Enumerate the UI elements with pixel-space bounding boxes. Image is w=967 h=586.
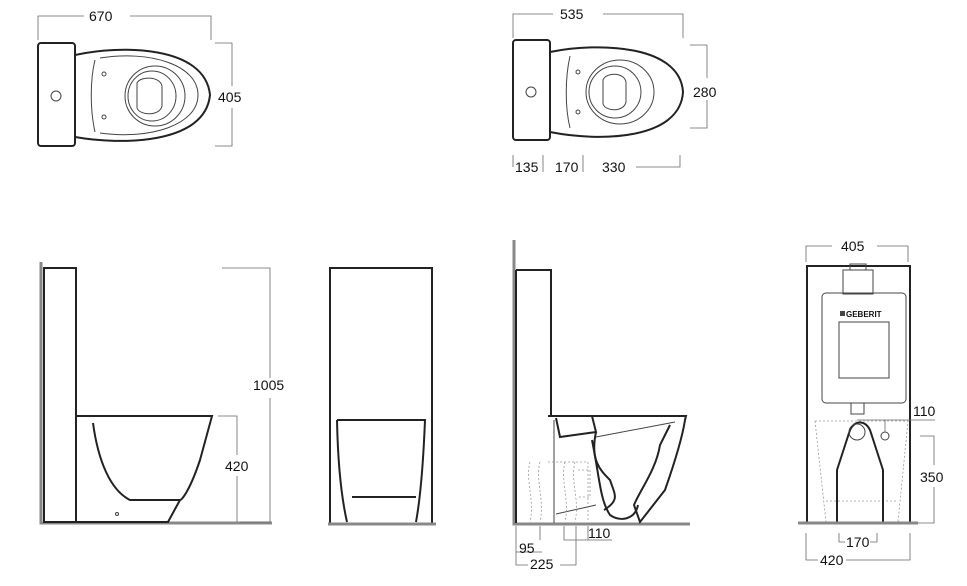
dim-seg-1: 135 [515,159,539,175]
bowl-outline [74,48,212,142]
cistern-top [37,42,76,147]
dim-110: 110 [913,403,936,419]
dim-width: 670 [89,8,113,24]
dim-95: 95 [519,540,535,556]
dim-350: 350 [920,469,944,485]
dim-225: 225 [530,556,554,572]
dim-width: 535 [560,6,584,22]
dim-seg-3: 330 [602,159,626,175]
dim-seat-height: 420 [225,458,249,474]
cistern-brand: GEBERIT [846,310,882,319]
section-view: 95 225 110 [512,240,690,572]
side-view: 1005 420 [39,262,284,525]
dim-depth: 405 [218,89,242,105]
dim-bowl-depth: 280 [693,84,717,100]
dim-seg-2: 170 [555,159,579,175]
back-view: 405 GEBERIT 110 350 170 420 [798,238,944,568]
dim-base-width: 420 [820,552,844,568]
front-view [328,267,436,526]
top-view-large: 670 405 [37,8,242,147]
dim-110: 110 [588,525,611,541]
flush-button [50,90,62,102]
dim-total-height: 1005 [253,377,284,393]
dim-top-width: 405 [841,238,865,254]
top-view-small: 535 280 135 170 330 [512,6,717,175]
dim-170: 170 [846,534,870,550]
